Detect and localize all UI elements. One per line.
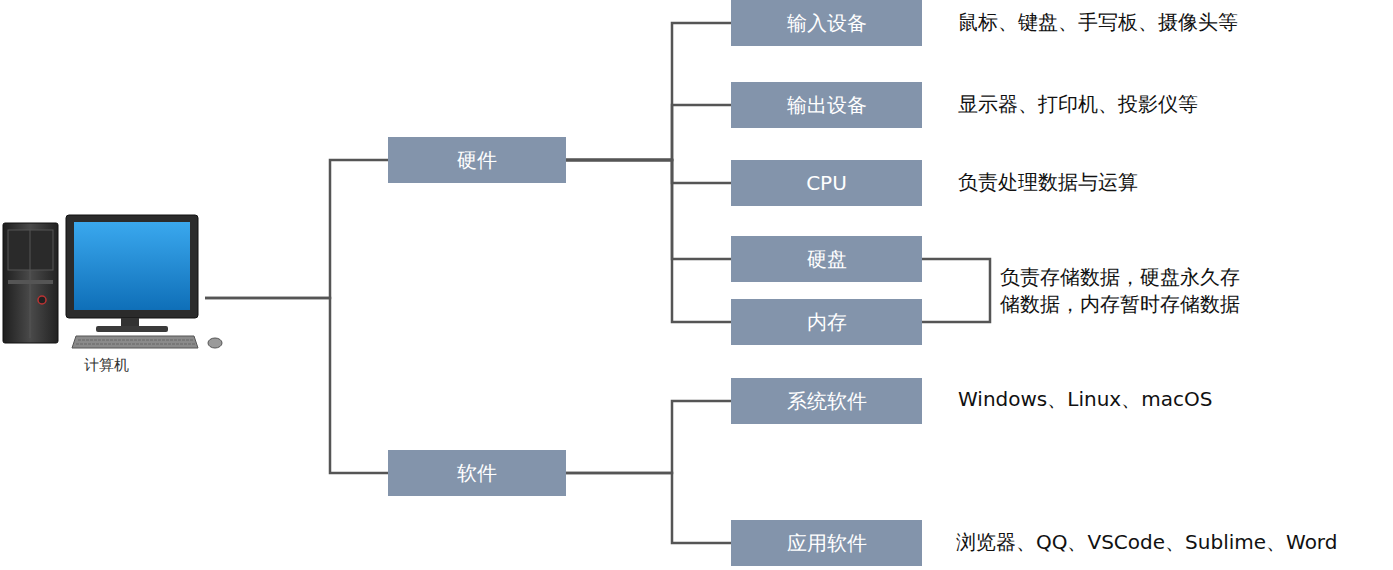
storage-bracket: [922, 259, 990, 322]
component-box: 输出设备: [731, 82, 922, 128]
tree-connector: [566, 160, 731, 259]
component-box: 内存: [731, 299, 922, 345]
box-label: 硬件: [457, 147, 497, 174]
category-box: 硬件: [388, 137, 566, 183]
monitor: [66, 215, 198, 332]
component-box: 应用软件: [731, 520, 922, 566]
component-box: 系统软件: [731, 378, 922, 424]
pc-tower: [3, 223, 58, 343]
component-box: 输入设备: [731, 0, 922, 46]
computer-node: 计算机: [0, 213, 205, 383]
tree-connector: [566, 401, 731, 473]
component-box: CPU: [731, 160, 922, 206]
keyboard: [72, 336, 222, 348]
component-box: 硬盘: [731, 236, 922, 282]
tree-connector: [566, 473, 731, 543]
box-label: 输入设备: [787, 10, 867, 37]
box-label: 内存: [807, 309, 847, 336]
box-label: 输出设备: [787, 92, 867, 119]
box-label: CPU: [806, 171, 847, 195]
figure-caption: 计算机: [84, 356, 129, 375]
box-label: 软件: [457, 460, 497, 487]
description-text: 负责处理数据与运算: [958, 169, 1138, 196]
tree-connector: [566, 160, 731, 322]
box-label: 系统软件: [787, 388, 867, 415]
description-text: 鼠标、键盘、手写板、摄像头等: [958, 9, 1238, 36]
description-text: 负责存储数据，硬盘永久存储数据，内存暂时存储数据: [1000, 264, 1250, 318]
category-box: 软件: [388, 450, 566, 496]
box-label: 应用软件: [787, 530, 867, 557]
tree-connector: [205, 298, 388, 473]
tree-connector: [566, 105, 731, 160]
box-label: 硬盘: [807, 246, 847, 273]
description-text: Windows、Linux、macOS: [958, 386, 1212, 413]
tree-connector: [566, 160, 731, 183]
description-text: 浏览器、QQ、VSCode、Sublime、Word: [956, 529, 1337, 556]
tree-connector: [566, 23, 731, 160]
tree-connector: [205, 160, 388, 298]
description-text: 显示器、打印机、投影仪等: [958, 91, 1198, 118]
